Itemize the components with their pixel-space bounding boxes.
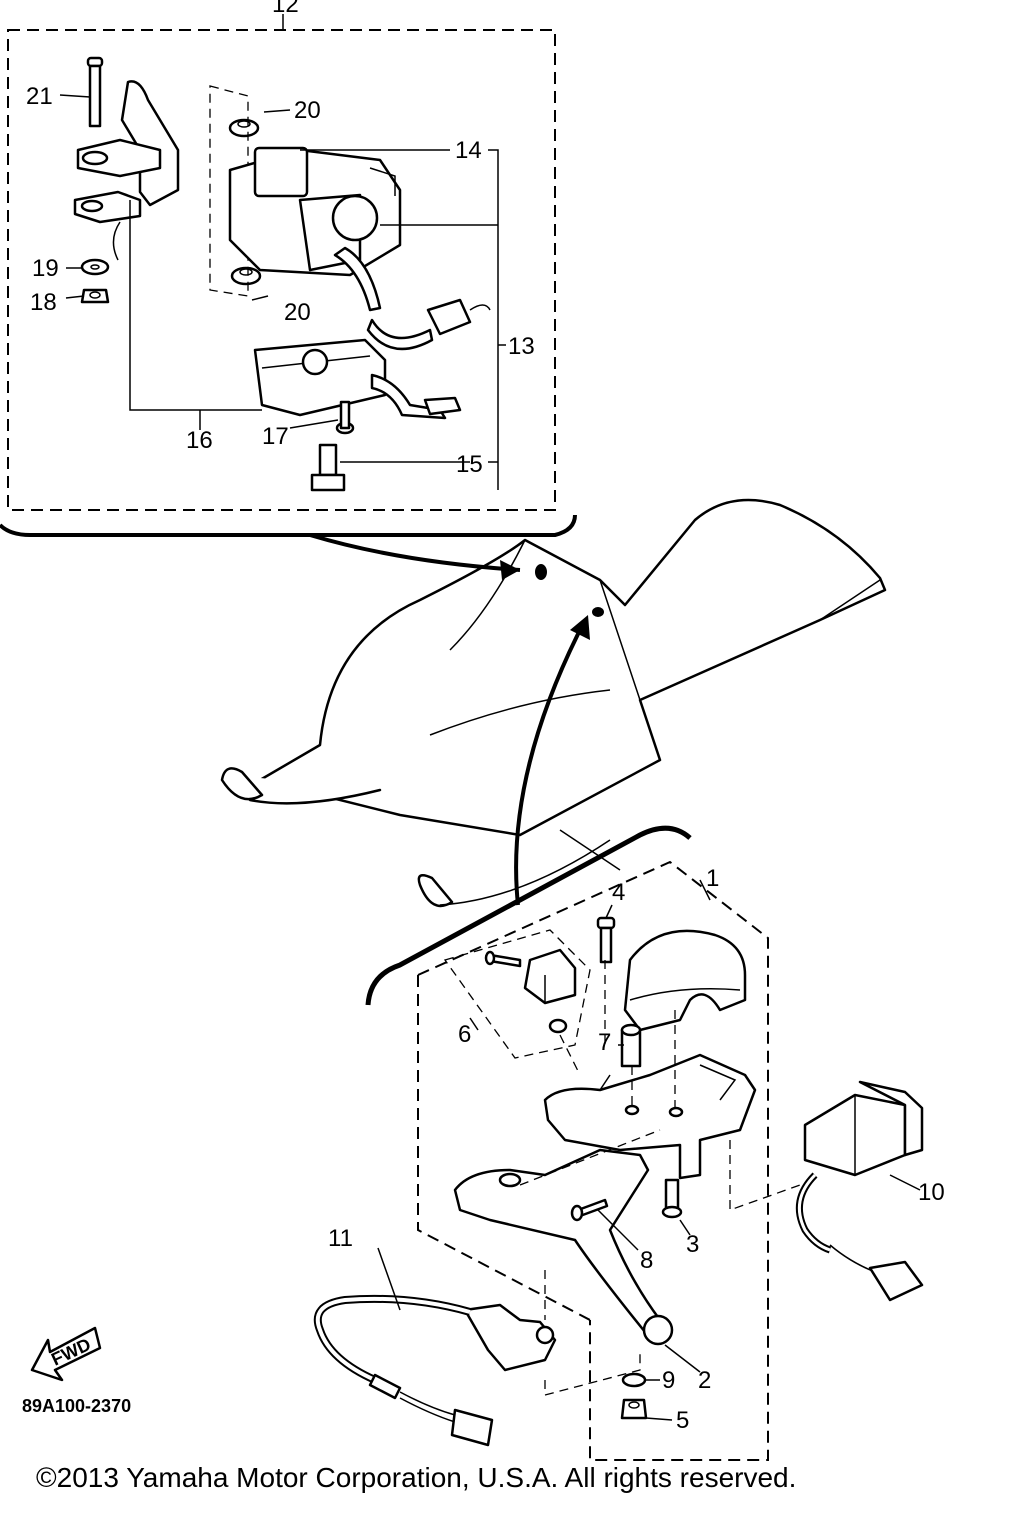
callout-21: 21 xyxy=(26,83,53,110)
callout-5: 5 xyxy=(676,1407,689,1434)
callout-17: 17 xyxy=(262,423,289,450)
relay-10 xyxy=(795,1080,924,1302)
location-arrows xyxy=(309,533,590,906)
lever-cover xyxy=(623,929,747,1032)
snowmobile-body xyxy=(220,498,887,908)
lower-guide-lines xyxy=(519,960,801,1396)
callout-20-top: 20 xyxy=(294,97,321,124)
callout-9: 9 xyxy=(662,1367,675,1394)
callout-1: 1 xyxy=(706,865,719,892)
callout-2: 2 xyxy=(698,1367,711,1394)
callout-labels: 12 21 20 14 19 18 20 13 16 17 15 1 4 6 7… xyxy=(26,0,945,1434)
lever-bracket xyxy=(543,1053,757,1180)
callout-20-bottom: 20 xyxy=(284,299,311,326)
callout-7: 7 xyxy=(598,1029,611,1056)
throttle-switch-14 xyxy=(228,146,491,351)
switch-6-nut xyxy=(548,1018,568,1034)
bolt-21 xyxy=(86,56,104,128)
grommet-bottom-20 xyxy=(230,266,262,286)
bolt-3 xyxy=(661,1178,683,1219)
throttle-cable-11 xyxy=(313,1294,557,1447)
callout-14: 14 xyxy=(455,137,482,164)
callout-4: 4 xyxy=(612,879,625,906)
callout-3: 3 xyxy=(686,1231,699,1258)
callout-16: 16 xyxy=(186,427,213,454)
hinge-bracket xyxy=(73,80,180,261)
screw-8 xyxy=(570,1198,609,1222)
callout-6: 6 xyxy=(458,1021,471,1048)
section-divider xyxy=(365,825,692,1006)
washer-19 xyxy=(80,258,110,276)
lower-assembly-box xyxy=(417,860,769,1461)
switch-6-body xyxy=(523,948,577,1005)
bolt-4 xyxy=(596,916,616,964)
callout-8: 8 xyxy=(640,1247,653,1274)
callout-15: 15 xyxy=(456,451,483,478)
callout-10: 10 xyxy=(918,1179,945,1206)
callout-18: 18 xyxy=(30,289,57,316)
callout-19: 19 xyxy=(32,255,59,282)
switch-6-screw xyxy=(484,950,522,968)
callout-13: 13 xyxy=(508,333,535,360)
lower-leaders xyxy=(377,904,921,1421)
copyright-notice: ©2013 Yamaha Motor Corporation, U.S.A. A… xyxy=(36,1462,797,1493)
fwd-arrow-icon: FWD xyxy=(30,1326,102,1382)
switch-housing-16 xyxy=(253,338,462,420)
nut-5 xyxy=(620,1398,648,1420)
throttle-lever-2 xyxy=(453,1148,674,1346)
callout-12: 12 xyxy=(272,0,299,18)
diagram-reference-number: 89A100-2370 xyxy=(22,1396,131,1416)
screw-17 xyxy=(335,400,355,435)
bolt-15 xyxy=(310,443,346,492)
sub-assembly-6-box xyxy=(443,929,591,1059)
washer-9 xyxy=(621,1372,647,1388)
grommet-top-20 xyxy=(228,118,260,138)
inset-assembly-box xyxy=(0,14,577,537)
collar-7 xyxy=(620,1023,642,1068)
inset-leaders xyxy=(59,94,506,490)
nut-18 xyxy=(80,288,110,304)
callout-11: 11 xyxy=(328,1225,353,1252)
